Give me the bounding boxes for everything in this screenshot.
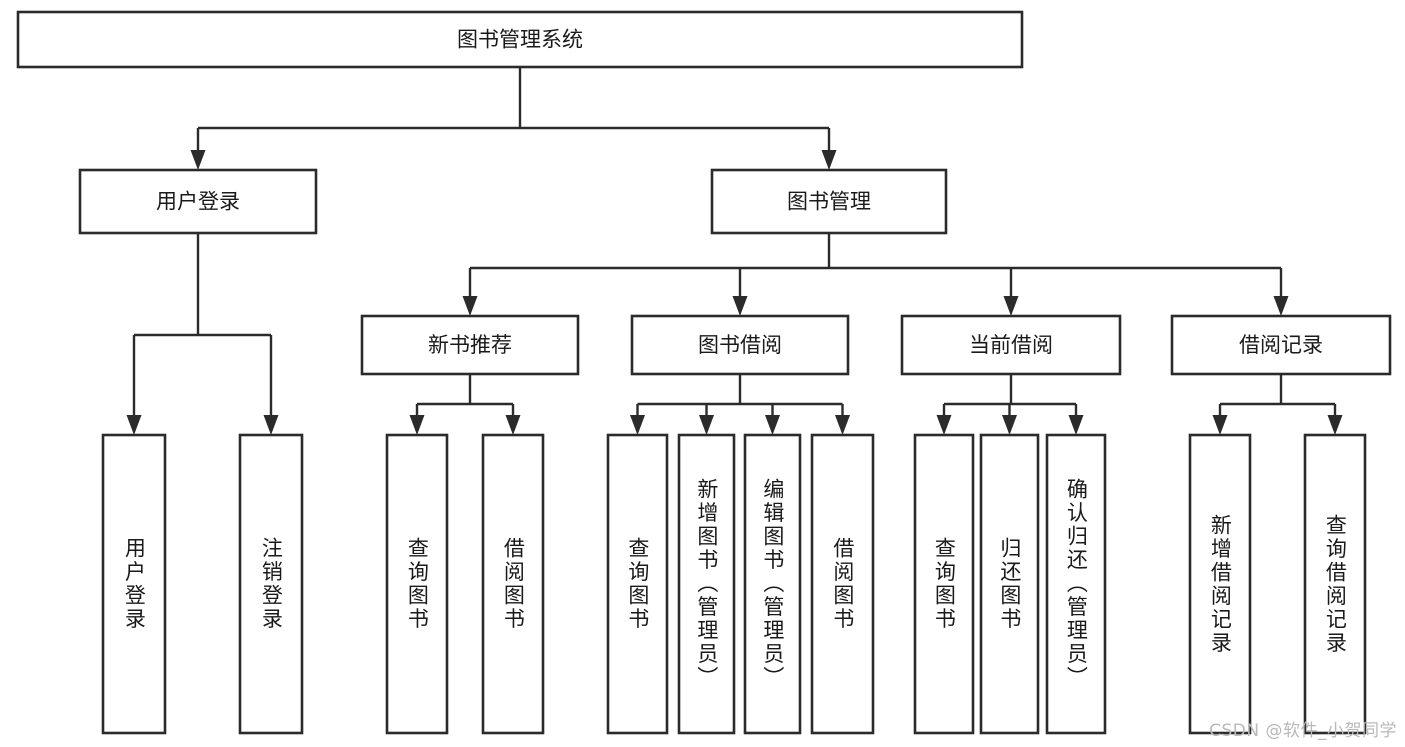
level3-3-to-leaf-0-arrow [1212,415,1228,435]
leaf-node-9[interactable] [979,433,1040,735]
node-layer [16,10,1392,735]
leaf-node-8[interactable] [913,433,975,735]
level3-node-3-label: 借阅记录 [1239,333,1323,357]
level3-node-3[interactable] [1170,314,1392,376]
books-to-level3-1-arrow [732,296,748,316]
level2-node-1[interactable] [710,168,948,235]
leaf-node-0[interactable] [101,433,167,735]
books-to-level3-0-arrow [462,296,478,316]
level3-1-to-leaf-2-arrow [765,415,780,435]
level3-1-to-leaf-0-arrow [630,415,645,435]
leaf-node-3[interactable] [481,433,545,735]
level3-0-to-leaf-0-arrow [409,415,425,435]
level3-node-1-label: 图书借阅 [698,333,782,357]
level3-node-2[interactable] [900,314,1122,376]
books-to-level3-2-arrow [1003,296,1019,316]
leaf-node-4[interactable] [606,433,669,735]
root-node-label: 图书管理系统 [457,28,583,52]
level3-node-0[interactable] [360,314,580,376]
leaf-node-1[interactable] [238,433,304,735]
level3-node-0-label: 新书推荐 [428,333,512,357]
root-to-level2-1-arrow [821,150,837,170]
connector-layer [126,67,1343,435]
level3-1-to-leaf-1-arrow [699,415,714,435]
leaf-node-5[interactable] [677,433,736,735]
root-to-level2-0-arrow [190,150,206,170]
leaf-node-7[interactable] [810,433,875,735]
books-to-level3-3-arrow [1273,296,1289,316]
leaf-node-11[interactable] [1188,433,1252,735]
leaf-node-12[interactable] [1303,433,1367,735]
level3-2-to-leaf-0-arrow [936,415,952,435]
level2-node-0-label: 用户登录 [156,190,240,214]
login-to-leaf-0-arrow [126,415,142,435]
level3-node-2-label: 当前借阅 [969,333,1053,357]
level3-2-to-leaf-2-arrow [1068,415,1084,435]
level3-0-to-leaf-1-arrow [505,415,521,435]
level3-1-to-leaf-3-arrow [835,415,850,435]
level2-node-1-label: 图书管理 [787,190,871,214]
leaf-node-10[interactable] [1045,433,1107,735]
level2-node-0[interactable] [78,168,318,235]
leaf-node-2[interactable] [385,433,449,735]
login-to-leaf-1-arrow [263,415,279,435]
level3-2-to-leaf-1-arrow [1002,415,1017,435]
level3-3-to-leaf-1-arrow [1327,415,1343,435]
csdn-watermark: CSDN @软件_小贺同学 [1209,721,1397,741]
level3-node-1[interactable] [630,314,850,376]
root-node[interactable] [16,10,1024,69]
leaf-node-6[interactable] [743,433,802,735]
